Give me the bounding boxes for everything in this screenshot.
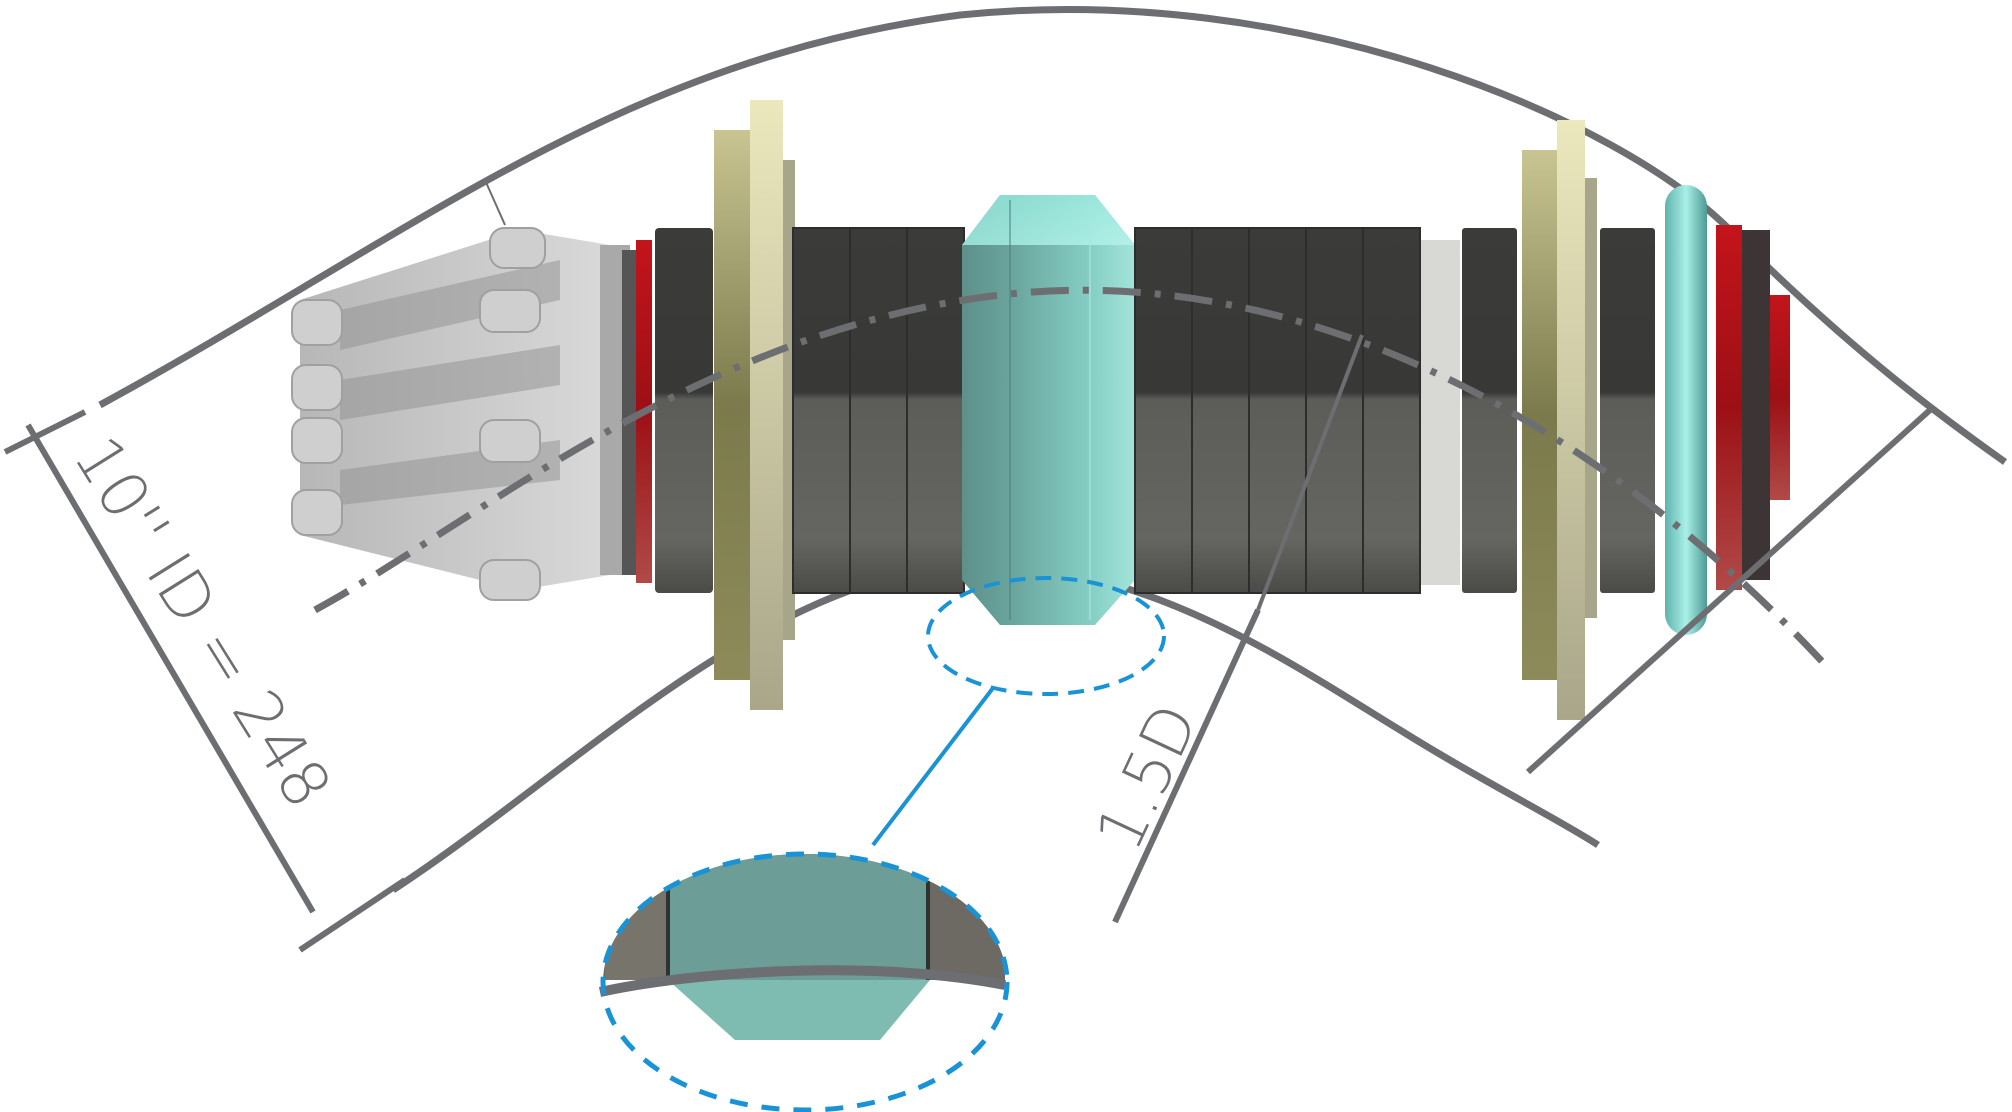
detail-magnified-view <box>600 851 1010 1112</box>
pipe-outer-wall <box>98 6 2008 465</box>
teal-o-ring <box>1665 185 1707 635</box>
stacked-disc-segments-right <box>1134 227 1421 594</box>
detail-source-marker <box>926 576 1166 696</box>
bend-centerline <box>313 286 1833 673</box>
red-seal-plate-rear <box>1716 225 1790 590</box>
diameter-dimension <box>3 179 506 953</box>
rear-support-flange <box>1522 120 1597 720</box>
stacked-disc-segments-left <box>792 227 965 594</box>
robot-assembly <box>291 100 1790 720</box>
bushing-contact-detail <box>598 576 1166 1112</box>
bend-radius-label: 1.5D <box>1082 694 1213 862</box>
detail-leader-line <box>871 686 995 847</box>
front-support-flange <box>714 100 795 710</box>
wheeled-gripper-module <box>291 227 638 601</box>
central-teal-bushing <box>962 195 1135 625</box>
bend-radius-dimension <box>1112 334 1933 924</box>
